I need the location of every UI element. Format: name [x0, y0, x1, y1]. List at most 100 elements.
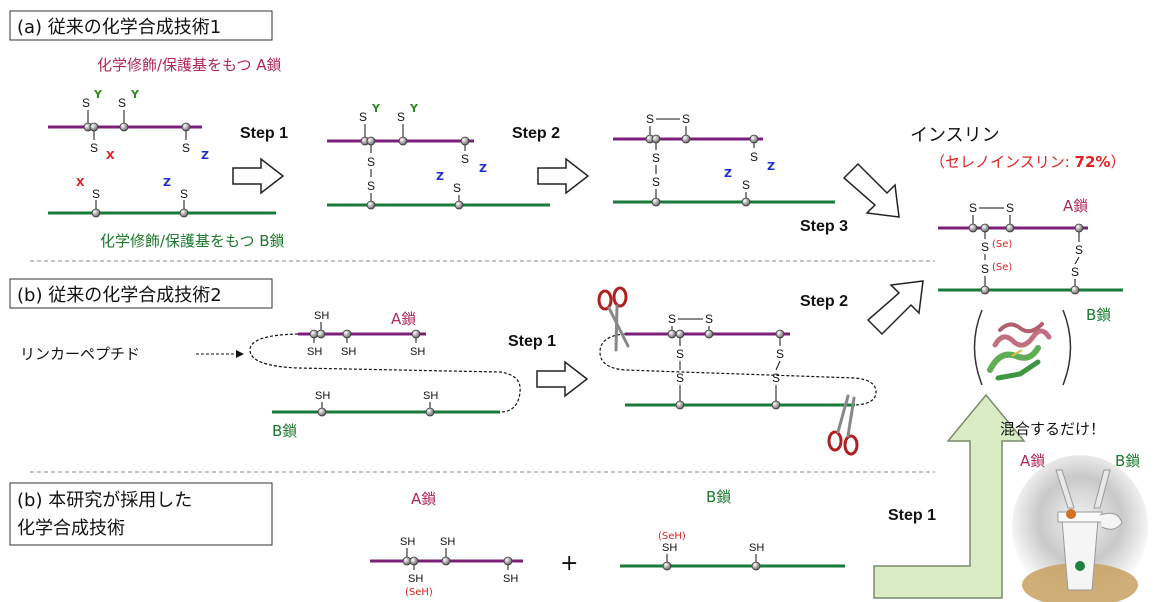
svg-text:S: S	[742, 178, 750, 192]
product-title: インスリン	[910, 125, 1000, 146]
structure-bracket-right	[1062, 309, 1072, 386]
svg-text:S: S	[1071, 265, 1079, 279]
panel-b-folded-chain: S S S S S S	[599, 312, 877, 410]
svg-text:SH: SH	[662, 542, 677, 554]
panel-a-title-box	[9, 10, 273, 41]
svg-text:S: S	[981, 240, 989, 254]
svg-text:SH: SH	[503, 573, 518, 585]
svg-text:SH: SH	[440, 536, 455, 548]
svg-text:S: S	[82, 96, 90, 110]
svg-text:SH: SH	[408, 573, 423, 585]
svg-text:S: S	[367, 179, 375, 193]
svg-text:S: S	[676, 347, 684, 361]
svg-text:Z: Z	[767, 160, 775, 173]
panel-a: (a) 従来の化学合成技術1 化学修飾/保護基をもつ A鎖 化学修飾/保護基をも…	[9, 10, 900, 250]
panel-a-step1-arrow	[232, 157, 285, 195]
svg-text:S: S	[180, 187, 188, 201]
svg-text:Z: Z	[436, 170, 444, 183]
scissors-icon	[597, 286, 630, 352]
svg-text:S: S	[397, 110, 405, 124]
panel-c-title-line1: (b) 本研究が採用した	[17, 490, 192, 511]
panel-c-title-line2: 化学合成技術	[17, 518, 125, 539]
svg-text:SH: SH	[341, 346, 356, 358]
svg-text:S: S	[118, 96, 126, 110]
svg-text:S: S	[652, 151, 660, 165]
svg-text:S: S	[981, 262, 989, 276]
svg-text:S: S	[90, 141, 98, 155]
panel-b-step1-arrow	[536, 360, 589, 398]
svg-text:S: S	[1006, 201, 1014, 215]
panel-b-title: (b) 従来の化学合成技術2	[17, 285, 222, 306]
svg-text:Y: Y	[130, 88, 140, 101]
panel-a-step1-label: Step 1	[240, 125, 288, 142]
panel-a-b-chain-label: 化学修飾/保護基をもつ B鎖	[100, 232, 285, 250]
panel-b-step1-label: Step 1	[508, 333, 556, 350]
panel-a-step2-arrow	[537, 157, 590, 195]
panel-b-single-chain: SH SH SH SH SH SH	[249, 310, 521, 417]
panel-a-reactants: S Y S X S Y S Z X S Z S	[48, 88, 276, 218]
svg-text:Z: Z	[479, 162, 487, 175]
panel-a-step2-label: Step 2	[512, 125, 560, 142]
svg-text:SH: SH	[400, 536, 415, 548]
linker-label: リンカーペプチド	[20, 345, 140, 363]
svg-text:SH: SH	[307, 346, 322, 358]
panel-a-intermediate-1: S Y S Y S S S Z Z S	[327, 102, 550, 210]
svg-text:S: S	[92, 187, 100, 201]
svg-text:S: S	[1075, 243, 1083, 257]
panel-b-a-label: A鎖	[391, 310, 416, 328]
structure-bracket-left	[973, 309, 983, 386]
svg-text:X: X	[76, 176, 85, 189]
product-subtitle: （セレノインスリン: 72%）	[930, 153, 1125, 171]
svg-text:SH: SH	[423, 390, 438, 402]
svg-text:S: S	[367, 155, 375, 169]
panel-c: (b) 本研究が採用した 化学合成技術 A鎖 B鎖 SH SH SH (SeH)…	[9, 393, 1148, 602]
panel-a-a-chain-label: 化学修飾/保護基をもつ A鎖	[97, 56, 281, 74]
svg-text:Y: Y	[409, 102, 419, 115]
mix-label: 混合するだけ！	[1000, 420, 1105, 438]
svg-text:Z: Z	[163, 176, 171, 189]
panel-b-step2-label: Step 2	[800, 293, 848, 310]
svg-text:SH: SH	[410, 346, 425, 358]
svg-text:S: S	[969, 201, 977, 215]
panel-c-step1-label: Step 1	[888, 507, 936, 524]
product-b-label: B鎖	[1086, 306, 1111, 324]
mixing-tube-photo	[1012, 455, 1148, 602]
panel-c-step1-arrow	[873, 393, 1026, 599]
scissors-icon	[827, 394, 859, 456]
svg-text:S: S	[772, 371, 780, 385]
svg-text:X: X	[106, 149, 115, 162]
svg-text:S: S	[182, 141, 190, 155]
panel-c-a-seh: (SeH)	[405, 587, 433, 598]
svg-text:S: S	[652, 175, 660, 189]
svg-text:SH: SH	[315, 390, 330, 402]
svg-text:S: S	[750, 150, 758, 164]
panel-c-a-chain: SH SH SH (SeH) SH	[370, 536, 523, 598]
svg-text:S: S	[461, 152, 469, 166]
svg-text:Z: Z	[201, 149, 209, 162]
svg-text:S: S	[453, 181, 461, 195]
svg-text:SH: SH	[749, 542, 764, 554]
product-a-label: A鎖	[1063, 197, 1088, 215]
panel-c-b-label: B鎖	[706, 488, 731, 506]
svg-text:S: S	[359, 110, 367, 124]
svg-text:S: S	[682, 112, 690, 126]
product-se-1: (Se)	[992, 239, 1012, 250]
plus-sign: +	[560, 551, 578, 576]
panel-c-b-chain: (SeH) SH SH	[620, 531, 845, 571]
tube-b-label: B鎖	[1115, 452, 1140, 470]
tube-a-label: A鎖	[1020, 452, 1045, 470]
svg-text:SH: SH	[314, 310, 329, 322]
panel-c-a-label: A鎖	[411, 490, 436, 508]
panel-a-step3-label: Step 3	[800, 218, 848, 235]
panel-a-intermediate-2: S S S S S Z Z S	[613, 112, 835, 207]
product-se-2: (Se)	[992, 262, 1012, 273]
panel-c-title-box	[9, 482, 273, 546]
panel-c-b-seh: (SeH)	[658, 531, 686, 542]
panel-b: (b) 従来の化学合成技術2 リンカーペプチド A鎖 B鎖 SH SH SH S…	[9, 278, 877, 456]
panel-b-step2-arrow	[866, 280, 924, 336]
panel-a-step3-arrow	[842, 162, 900, 218]
svg-text:Y: Y	[93, 88, 103, 101]
svg-text:S: S	[646, 112, 654, 126]
svg-text:S: S	[776, 347, 784, 361]
